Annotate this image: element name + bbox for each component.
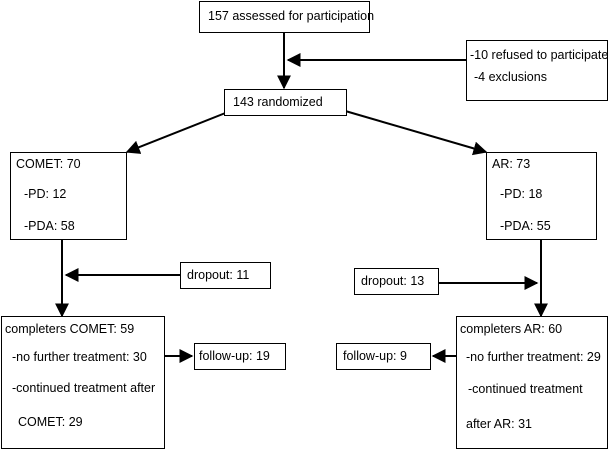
followup-comet-label: follow-up: 19: [199, 349, 270, 363]
exclusions-label: -4 exclusions: [474, 70, 547, 84]
completers-comet-title: completers COMET: 59: [5, 322, 135, 336]
dropout-ar-box: [354, 268, 439, 295]
completers-ar-title: completers AR: 60: [460, 322, 563, 336]
refused-label: -10 refused to participate: [470, 48, 609, 62]
ar-title: AR: 73: [492, 157, 531, 171]
completers-ar-continued-1: -continued treatment: [468, 382, 583, 396]
exclusions-box: [466, 40, 608, 101]
randomized-box: [224, 89, 347, 116]
completers-comet-box: [1, 316, 165, 449]
arrow-randomized-to-comet: [125, 107, 239, 154]
ar-pd: -PD: 18: [500, 187, 543, 201]
comet-pda: -PDA: 58: [24, 219, 75, 233]
completers-ar-box: [456, 316, 608, 449]
dropout-comet-label: dropout: 11: [187, 268, 250, 282]
ar-box: [486, 152, 597, 240]
followup-comet-box: [194, 343, 286, 370]
completers-ar-no-further: -no further treatment: 29: [466, 350, 601, 364]
arrow-randomized-to-ar: [334, 107, 488, 156]
comet-title: COMET: 70: [16, 157, 81, 171]
assessed-box: [199, 1, 370, 33]
completers-ar-continued-2: after AR: 31: [466, 417, 533, 431]
completers-comet-continued-2: COMET: 29: [18, 415, 83, 429]
followup-ar-box: [336, 343, 431, 370]
dropout-comet-box: [180, 262, 271, 289]
ar-pda: -PDA: 55: [500, 219, 551, 233]
comet-box: [10, 152, 127, 240]
comet-pd: -PD: 12: [24, 187, 67, 201]
completers-comet-continued-1: -continued treatment after: [12, 381, 156, 395]
followup-ar-label: follow-up: 9: [343, 349, 407, 363]
randomized-label: 143 randomized: [233, 95, 323, 109]
assessed-label: 157 assessed for participation: [208, 9, 375, 23]
dropout-ar-label: dropout: 13: [361, 274, 425, 288]
completers-comet-no-further: -no further treatment: 30: [12, 350, 147, 364]
